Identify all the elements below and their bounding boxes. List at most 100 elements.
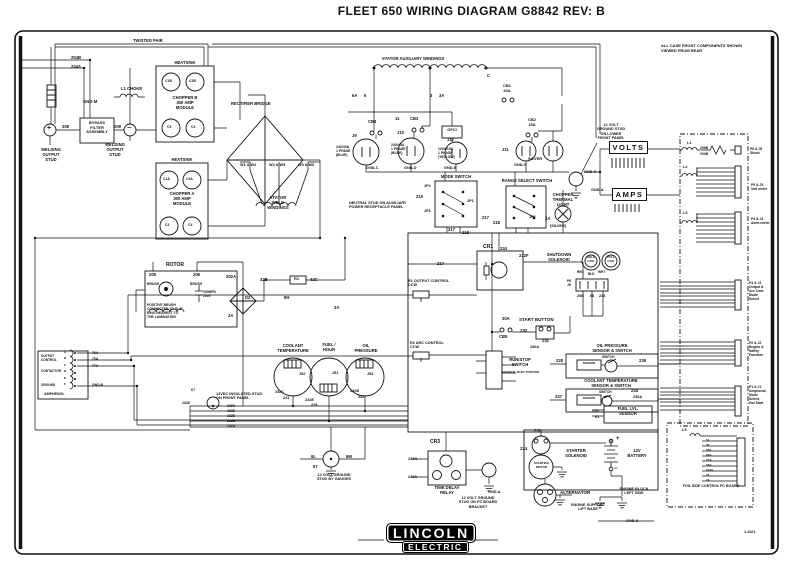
oil-sensor-label: OIL PRESSURE SENSOR & SWITCH (592, 343, 632, 353)
connector-combs (660, 167, 737, 482)
wire-3a-c: 3A (334, 305, 340, 310)
battery-minus: − (614, 466, 618, 472)
scr-c3-b: C3 (167, 125, 172, 129)
twisted-pair-label: TWISTED PAIR (133, 38, 163, 43)
diagram-title: FLEET 650 WIRING DIAGRAM G8842 REV: B (337, 4, 606, 18)
cb5-label: CB5 (499, 334, 508, 339)
wire-3a-b: 3A (228, 313, 234, 318)
runstop-label: RUN/STOP SWITCH (509, 357, 531, 367)
wire-67-b: 67 (313, 464, 318, 469)
wire-6: 6 (364, 93, 367, 98)
amphenol-pin-d: D (64, 369, 67, 373)
wire-231-b: 231 (534, 428, 541, 433)
wire-77a: 77A (92, 364, 99, 368)
wire-jp2-b: JP2 (529, 215, 536, 219)
wire-234-b: 234 (599, 294, 606, 298)
logo-primary: LINCOLN (386, 523, 477, 543)
wire-20a: 20A (502, 316, 510, 321)
wire-217-b: 217 (482, 215, 489, 220)
cb2-label: CB2 15A (527, 117, 536, 127)
wire-202a: 202A (226, 274, 237, 279)
wire-6m: 6M (346, 454, 352, 459)
pc-stud-note: 12 VOLT GROUND STUD ON PC BOARD BRACKET (458, 496, 498, 509)
amphenol-ground-label: GROUND (41, 383, 56, 387)
heatsink-a-label: HEATSINK (171, 157, 193, 162)
weld-stud-minus-label: WELDING OUTPUT STUD (105, 142, 125, 157)
coolant-gauge-label: COOLANT TEMPERATURE (277, 343, 309, 353)
r1-label: R1 (294, 276, 300, 281)
starter-solenoid-label: STARTER SOLENOID (565, 448, 587, 458)
gfci-label: GFCI (447, 127, 457, 132)
conn-p5j5-label: P5 & J5 Volt meter (751, 183, 768, 192)
wire-217-c: 217 (437, 261, 444, 266)
plus-sign: + (47, 125, 52, 132)
bypass-filter-label: BYPASS FILTER ASSEMBLY (86, 120, 108, 135)
j52-label: J52 (299, 372, 306, 376)
j12-label: J12 (447, 137, 454, 142)
pull-coil-label: PULL COIL (607, 255, 615, 263)
stator-aux-label: STATOR AUXILIARY WINDINGS (382, 56, 445, 61)
j11-label: J11 (502, 147, 509, 152)
wire-42c: 42C (310, 277, 318, 282)
pc-pin-21: 21 (706, 473, 710, 477)
silver2-label: (SILVER) (550, 224, 566, 228)
chopper-b-label: CHOPPER B 300 AMP MODULE (172, 95, 198, 110)
silver-label: SILVER (528, 156, 543, 161)
wire-gnd-g: GND-G (514, 163, 527, 167)
r1-pot-label: R1 OUTPUT CONTROL CCW (408, 279, 450, 288)
scr-c2b: C2B (189, 79, 196, 83)
wire-219: 219 (416, 194, 423, 199)
pc-pin-2a: 2A (706, 478, 710, 482)
heatsink-b-label: HEATSINK (174, 60, 196, 65)
r2-pot-label: R2 ARC CONTROL CCW (410, 341, 444, 350)
amphenol-contactor-label: CONTACTOR (41, 369, 62, 373)
wire-c: C (487, 73, 491, 78)
brush-right: BRUSH (190, 282, 203, 286)
hold-coil-label: HOLD COIL (586, 255, 596, 263)
wire-3a: 3A (439, 93, 445, 98)
sensor2-label: SENSOR (582, 396, 596, 400)
wire-232b-a: 232B (350, 389, 360, 393)
wire-jp1-a: JP1 (424, 209, 431, 213)
registered-mark-icon: ® (470, 537, 474, 543)
amphenol-remote-label: OUTPUT CONTROL (41, 354, 57, 362)
pc-board-label: FOIL SIDE CONTROL PC BOARD (682, 484, 740, 488)
j53-label: J53 (367, 372, 374, 376)
fuel-lvl-label: FUEL LVL. SENSOR (617, 406, 639, 416)
wire-232c-a: 232C (275, 390, 285, 394)
wire-11: 11 (395, 116, 400, 121)
sol-blk: BLK (588, 272, 595, 276)
conn-p2j2-label: P2 & J2 Engine & Safety Function (749, 341, 764, 358)
engine-block-label: ENGINE BLOCK LEFT SIDE (619, 487, 649, 496)
pc-pin-29a: 29A (706, 453, 712, 457)
wire-234-a: 234 (500, 246, 507, 251)
time-delay-label: TIME DELAY RELAY (434, 485, 460, 495)
amphenol-pin-f: F (64, 382, 66, 386)
conn-p6j6-label: P6 & J6 Shunt (750, 147, 763, 156)
conn-p1j1-label: P1 & J1 Amphenol, Mode Select, Hot Start (749, 385, 767, 406)
wire-218-a: 218 (462, 230, 469, 235)
cr1-label: CR1 (483, 244, 494, 250)
wires (22, 43, 680, 541)
runstop-note: SHOWN IN "RUN" POSITION (501, 370, 539, 374)
l1-choke-label: L1 CHOKE (121, 86, 143, 91)
wire-241: 241 (283, 396, 290, 400)
wire-230a: 230A (530, 345, 540, 349)
switch1-label: SWITCH (602, 355, 615, 359)
wire-26b: 26B (577, 294, 584, 298)
wire-206: 206 (193, 272, 200, 277)
rotor-label: ROTOR (166, 262, 184, 268)
wire-247: 247 (555, 394, 562, 399)
wire-w2w5: W2 & W5 (269, 163, 286, 167)
rectifier-bridge-label: RECTIFIER BRIDGE (231, 101, 271, 106)
wire-238a: 238A (408, 475, 418, 479)
sensor1-label: SENSOR (582, 361, 596, 365)
amps-meter: AMPS (612, 188, 647, 201)
wire-230: 230 (520, 328, 527, 333)
starting-motor-label: STARTING MOTOR (533, 461, 550, 469)
j10-label: J10 (397, 130, 404, 135)
engine-support-label: ENGINE SUPPORT LIFT BASE (571, 503, 605, 512)
l3-right-label: L3 (683, 211, 688, 215)
